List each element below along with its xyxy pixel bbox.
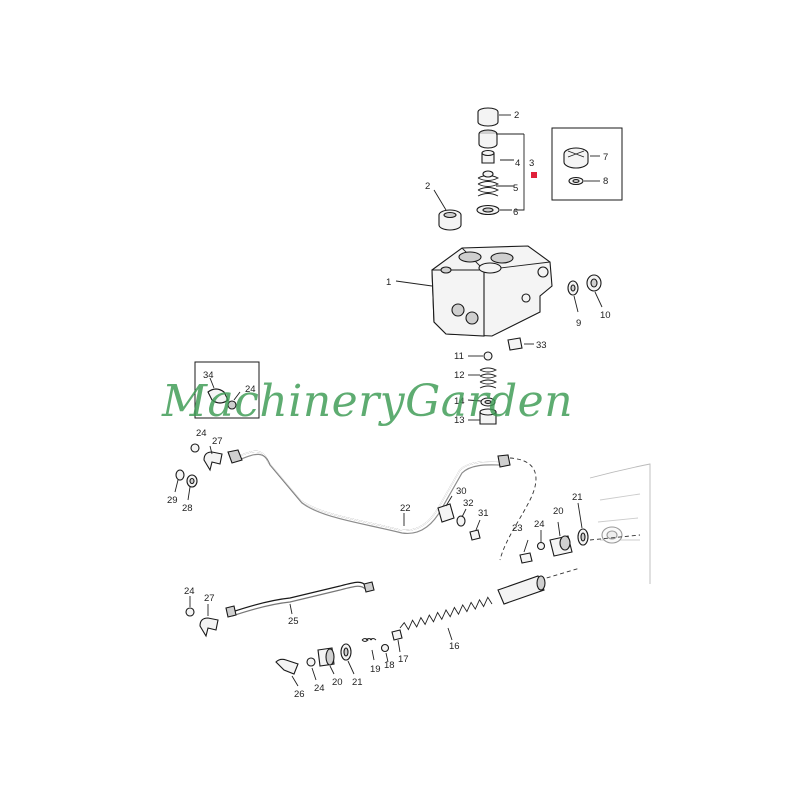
fitting-33 — [507, 337, 534, 351]
callout-11: 11 — [454, 351, 464, 362]
callout-13: 13 — [454, 415, 465, 426]
inset-box-34 — [194, 361, 260, 419]
callout-24-bottom: 24 — [314, 683, 325, 694]
callout-7: 7 — [603, 152, 608, 163]
callout-17: 17 — [398, 654, 409, 665]
callout-18: 18 — [384, 660, 395, 671]
callout-32: 32 — [463, 498, 474, 509]
callout-34: 34 — [203, 370, 214, 381]
pipe-22 — [227, 449, 537, 561]
callout-19: 19 — [370, 664, 381, 675]
callout-24-right: 24 — [534, 519, 545, 530]
callout-21-right: 21 — [572, 492, 583, 503]
housing-outline — [589, 463, 651, 584]
washers-28-29 — [174, 469, 198, 501]
seals-9-10 — [567, 274, 603, 313]
fittings-lower — [275, 629, 403, 687]
callout-29: 29 — [167, 495, 178, 506]
callout-12: 12 — [454, 370, 465, 381]
callout-2-left: 2 — [425, 181, 430, 192]
callout-20-bottom: 20 — [332, 677, 343, 688]
callout-6: 6 — [513, 207, 518, 218]
callout-20-right: 20 — [553, 506, 564, 517]
callout-22: 22 — [400, 503, 411, 514]
plunger — [497, 575, 546, 605]
callout-33: 33 — [536, 340, 547, 351]
fittings-right — [519, 502, 641, 581]
elbow-27-lower — [185, 596, 219, 638]
callout-1: 1 — [386, 277, 391, 288]
callout-8: 8 — [603, 176, 608, 187]
callout-27-upper: 27 — [212, 436, 223, 447]
callout-23: 23 — [512, 523, 523, 534]
callout-24-upper: 24 — [196, 428, 207, 439]
red-marker — [531, 172, 537, 178]
valve-block-1 — [395, 245, 553, 337]
valve-cap-stack — [476, 107, 525, 216]
callout-24-lower: 24 — [184, 586, 195, 597]
pipe-25 — [225, 581, 375, 618]
callout-16: 16 — [449, 641, 460, 652]
callout-5: 5 — [513, 183, 518, 194]
callout-21-bottom: 21 — [352, 677, 363, 688]
elbow-27-upper — [190, 443, 223, 472]
inset-box-7-8 — [551, 127, 623, 201]
clip-30-bolt-31-32 — [437, 495, 481, 541]
lower-valve-stack — [467, 351, 498, 425]
callout-2-top: 2 — [514, 110, 519, 121]
callout-25: 25 — [288, 616, 299, 627]
callout-14: 14 — [454, 396, 465, 407]
callout-27-lower: 27 — [204, 593, 215, 604]
callout-30: 30 — [456, 486, 467, 497]
callout-24-inset: 24 — [245, 384, 256, 395]
callout-26: 26 — [294, 689, 305, 700]
callout-4: 4 — [515, 158, 520, 169]
callout-31: 31 — [478, 508, 489, 519]
spring-16 — [399, 596, 493, 641]
callout-9: 9 — [576, 318, 581, 329]
callout-3: 3 — [529, 158, 534, 169]
callout-10: 10 — [600, 310, 611, 321]
callout-28: 28 — [182, 503, 193, 514]
cap-2-left — [433, 189, 462, 231]
watermark-text: MachineryGarden — [161, 376, 573, 427]
